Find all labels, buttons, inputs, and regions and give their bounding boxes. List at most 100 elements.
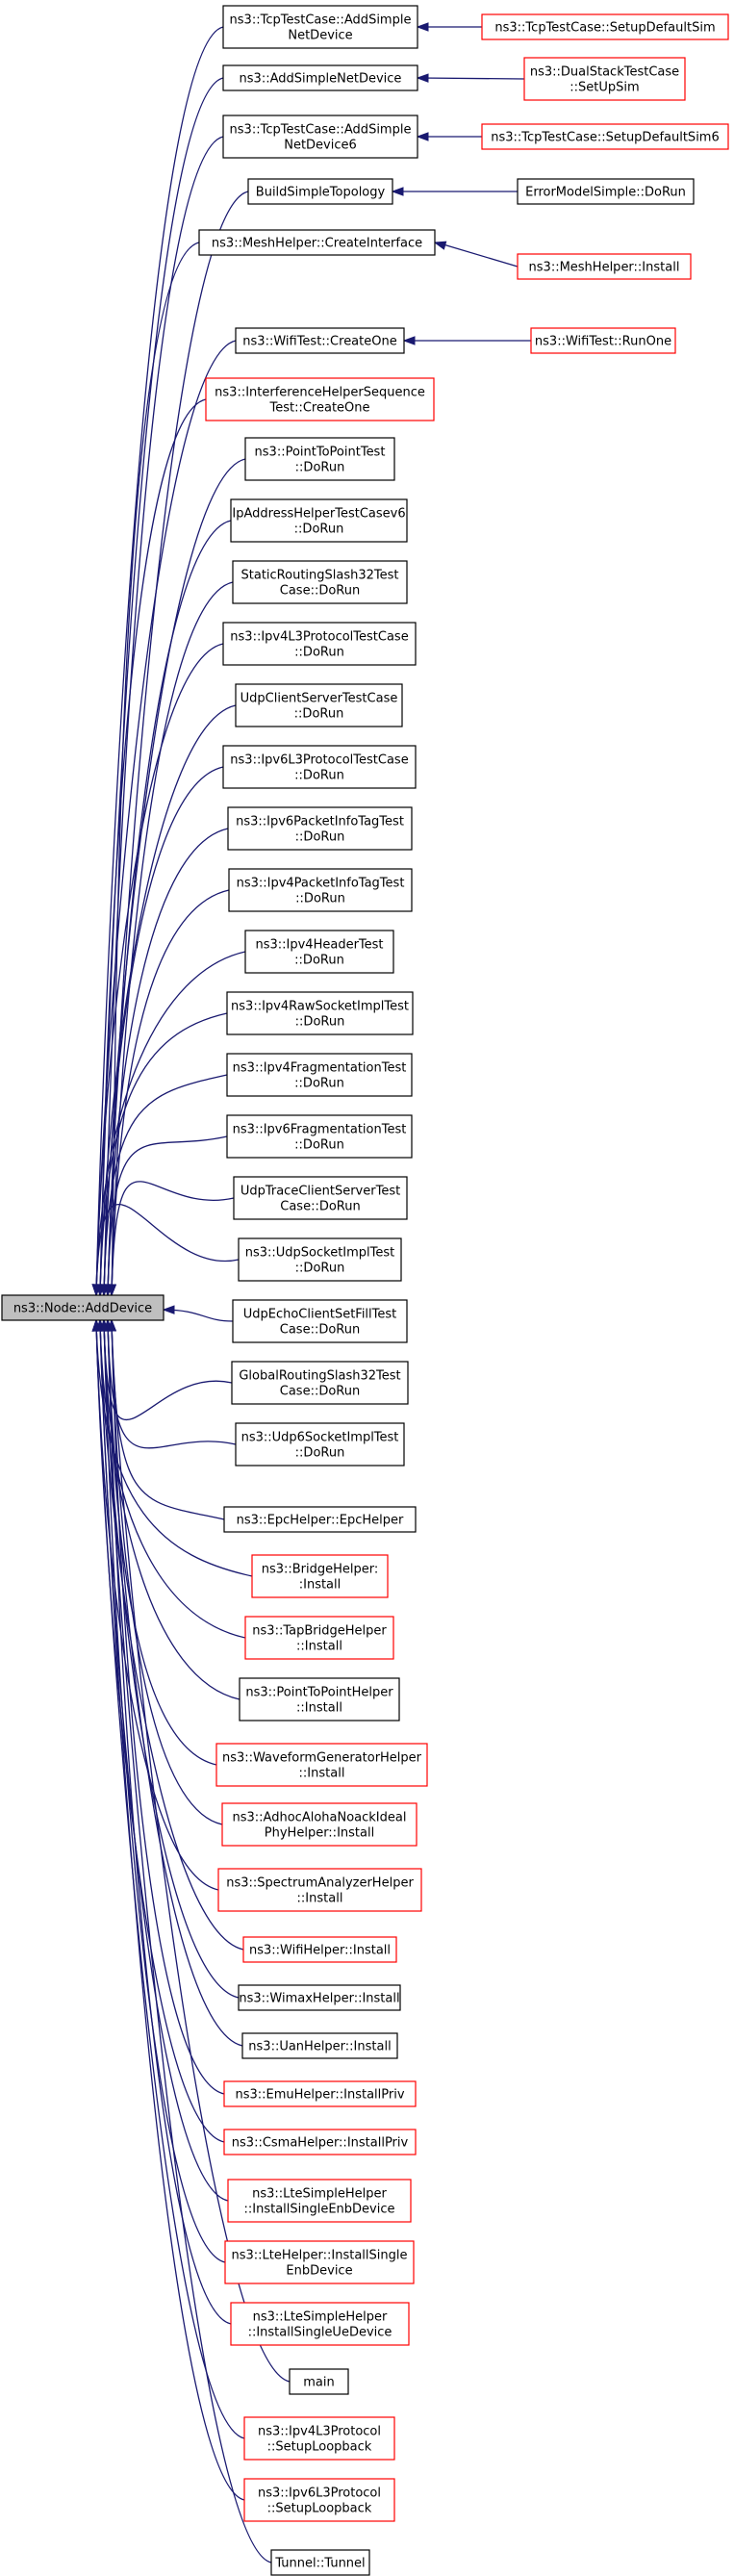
caller-node-6[interactable]: ns3::InterferenceHelperSequenceTest::Cre… bbox=[205, 377, 435, 421]
second-level-node-1[interactable]: ns3::DualStackTestCase::SetUpSim bbox=[523, 57, 686, 101]
caller-node-0[interactable]: ns3::TcpTestCase::AddSimpleNetDevice bbox=[222, 5, 418, 49]
caller-node-0-box bbox=[222, 5, 418, 49]
edge-caller-7 bbox=[103, 458, 246, 1296]
caller-node-42-label-0: Tunnel::Tunnel bbox=[274, 2557, 365, 2571]
edge-second-4 bbox=[436, 242, 519, 268]
caller-node-8-label-1: ::DoRun bbox=[294, 523, 344, 537]
caller-node-15-label-0: ns3::Ipv4HeaderTest bbox=[255, 938, 383, 953]
caller-node-20-label-0: ns3::UdpSocketImplTest bbox=[245, 1246, 395, 1261]
caller-node-26-label-0: ns3::TapBridgeHelper bbox=[252, 1624, 387, 1639]
root-node[interactable]: ns3::Node::AddDevice bbox=[1, 1294, 165, 1321]
caller-node-8[interactable]: IpAddressHelperTestCasev6::DoRun bbox=[230, 498, 408, 543]
edge-second-1 bbox=[418, 77, 525, 80]
second-level-node-5[interactable]: ns3::WifiTest::RunOne bbox=[530, 327, 676, 354]
caller-node-1[interactable]: ns3::AddSimpleNetDevice bbox=[222, 64, 418, 91]
caller-node-31[interactable]: ns3::WifiHelper::Install bbox=[242, 1936, 397, 1963]
edge-caller-10 bbox=[95, 643, 224, 1296]
edge-caller-23 bbox=[107, 1319, 237, 1449]
caller-node-24[interactable]: ns3::EpcHelper::EpcHelper bbox=[223, 1506, 417, 1533]
edge-second-4-arrow bbox=[433, 241, 447, 250]
caller-node-42[interactable]: Tunnel::Tunnel bbox=[270, 2549, 370, 2576]
caller-node-40[interactable]: ns3::Ipv4L3Protocol::SetupLoopback bbox=[243, 2416, 395, 2461]
caller-node-39[interactable]: main bbox=[289, 2368, 349, 2395]
caller-node-19-label-0: UdpTraceClientServerTest bbox=[240, 1185, 400, 1199]
second-level-node-1-label-0: ns3::DualStackTestCase bbox=[530, 65, 679, 80]
caller-node-37[interactable]: ns3::LteHelper::InstallSingleEnbDevice bbox=[224, 2240, 415, 2284]
caller-node-32[interactable]: ns3::WimaxHelper::Install bbox=[238, 1984, 401, 2011]
caller-node-31-box bbox=[242, 1936, 397, 1963]
caller-node-33-box bbox=[241, 2032, 398, 2059]
caller-node-25-box bbox=[251, 1554, 389, 1598]
caller-node-17-label-1: ::DoRun bbox=[294, 1077, 344, 1091]
edge-caller-20 bbox=[95, 1203, 240, 1296]
edge-caller-17 bbox=[103, 1074, 228, 1296]
caller-node-20[interactable]: ns3::UdpSocketImplTest::DoRun bbox=[238, 1237, 402, 1282]
caller-node-23[interactable]: ns3::Udp6SocketImplTest::DoRun bbox=[235, 1422, 405, 1467]
caller-node-41[interactable]: ns3::Ipv6L3Protocol::SetupLoopback bbox=[243, 2478, 395, 2522]
caller-node-5[interactable]: ns3::WifiTest::CreateOne bbox=[235, 327, 405, 354]
second-level-node-2[interactable]: ns3::TcpTestCase::SetupDefaultSim6 bbox=[481, 123, 729, 150]
caller-node-10[interactable]: ns3::Ipv4L3ProtocolTestCase::DoRun bbox=[222, 622, 417, 666]
root-node-box bbox=[1, 1294, 165, 1321]
second-level-node-3-label-0: ErrorModelSimple::DoRun bbox=[525, 186, 686, 200]
caller-node-6-box bbox=[205, 377, 435, 421]
caller-node-16[interactable]: ns3::Ipv4RawSocketImplTest::DoRun bbox=[226, 991, 414, 1035]
edge-caller-38 bbox=[107, 1319, 232, 2325]
caller-node-30[interactable]: ns3::SpectrumAnalyzerHelper::Install bbox=[217, 1868, 422, 1912]
caller-node-16-label-1: ::DoRun bbox=[295, 1015, 345, 1030]
caller-node-15[interactable]: ns3::Ipv4HeaderTest::DoRun bbox=[244, 930, 394, 974]
caller-node-12-box bbox=[222, 745, 417, 789]
caller-node-4[interactable]: ns3::MeshHelper::CreateInterface bbox=[198, 229, 436, 256]
second-level-node-3[interactable]: ErrorModelSimple::DoRun bbox=[517, 178, 695, 205]
caller-node-41-label-1: ::SetupLoopback bbox=[267, 2502, 372, 2516]
caller-node-25[interactable]: ns3::BridgeHelper::Install bbox=[251, 1554, 389, 1598]
edge-caller-11 bbox=[99, 704, 237, 1296]
caller-node-22-label-1: Case::DoRun bbox=[280, 1385, 360, 1399]
caller-node-29-label-1: PhyHelper::Install bbox=[265, 1826, 374, 1841]
second-level-node-4-label-0: ns3::MeshHelper::Install bbox=[529, 261, 680, 275]
second-level-node-0[interactable]: ns3::TcpTestCase::SetupDefaultSim bbox=[481, 13, 729, 40]
caller-node-33-label-0: ns3::UanHelper::Install bbox=[248, 2040, 391, 2054]
edges-layer bbox=[91, 22, 531, 2563]
caller-node-3[interactable]: BuildSimpleTopology bbox=[247, 178, 393, 205]
caller-node-26[interactable]: ns3::TapBridgeHelper::Install bbox=[244, 1616, 394, 1660]
edge-caller-25 bbox=[95, 1319, 253, 1577]
caller-node-25-label-1: :Install bbox=[299, 1578, 342, 1593]
second-level-node-4[interactable]: ns3::MeshHelper::Install bbox=[517, 253, 692, 280]
caller-node-38[interactable]: ns3::LteSimpleHelper::InstallSingleUeDev… bbox=[230, 2302, 410, 2346]
edge-caller-42 bbox=[103, 1319, 272, 2563]
edge-second-3-arrow bbox=[391, 187, 404, 196]
caller-node-14[interactable]: ns3::Ipv4PacketInfoTagTest::DoRun bbox=[228, 868, 413, 912]
caller-node-13[interactable]: ns3::Ipv6PacketInfoTagTest::DoRun bbox=[227, 806, 413, 851]
caller-node-12[interactable]: ns3::Ipv6L3ProtocolTestCase::DoRun bbox=[222, 745, 417, 789]
caller-node-3-box bbox=[247, 178, 393, 205]
caller-node-9-label-1: Case::DoRun bbox=[280, 584, 360, 599]
second-level-node-2-box bbox=[481, 123, 729, 150]
caller-node-17[interactable]: ns3::Ipv4FragmentationTest::DoRun bbox=[226, 1053, 413, 1097]
caller-node-39-box bbox=[289, 2368, 349, 2395]
caller-node-34[interactable]: ns3::EmuHelper::InstallPriv bbox=[223, 2080, 417, 2107]
caller-node-11[interactable]: UdpClientServerTestCase::DoRun bbox=[235, 683, 403, 727]
caller-node-3-label-0: BuildSimpleTopology bbox=[256, 186, 386, 200]
edge-caller-19-arrow bbox=[107, 1284, 116, 1297]
caller-node-35[interactable]: ns3::CsmaHelper::InstallPriv bbox=[223, 2129, 417, 2155]
edge-second-5-arrow bbox=[402, 336, 416, 345]
caller-node-18[interactable]: ns3::Ipv6FragmentationTest::DoRun bbox=[226, 1114, 413, 1159]
caller-node-17-label-0: ns3::Ipv4FragmentationTest bbox=[233, 1061, 407, 1076]
caller-node-40-label-0: ns3::Ipv4L3Protocol bbox=[258, 2425, 381, 2439]
caller-node-36[interactable]: ns3::LteSimpleHelper::InstallSingleEnbDe… bbox=[227, 2179, 412, 2223]
caller-node-23-label-1: ::DoRun bbox=[295, 1446, 345, 1461]
caller-node-28[interactable]: ns3::WaveformGeneratorHelper::Install bbox=[215, 1743, 428, 1787]
caller-node-7[interactable]: ns3::PointToPointTest::DoRun bbox=[244, 437, 395, 481]
caller-node-42-box bbox=[270, 2549, 370, 2576]
caller-node-26-box bbox=[244, 1616, 394, 1660]
caller-node-29[interactable]: ns3::AdhocAlohaNoackIdealPhyHelper::Inst… bbox=[221, 1802, 418, 1847]
caller-node-33[interactable]: ns3::UanHelper::Install bbox=[241, 2032, 398, 2059]
second-level-node-0-label-0: ns3::TcpTestCase::SetupDefaultSim bbox=[494, 21, 715, 36]
caller-node-27[interactable]: ns3::PointToPointHelper::Install bbox=[239, 1677, 400, 1722]
